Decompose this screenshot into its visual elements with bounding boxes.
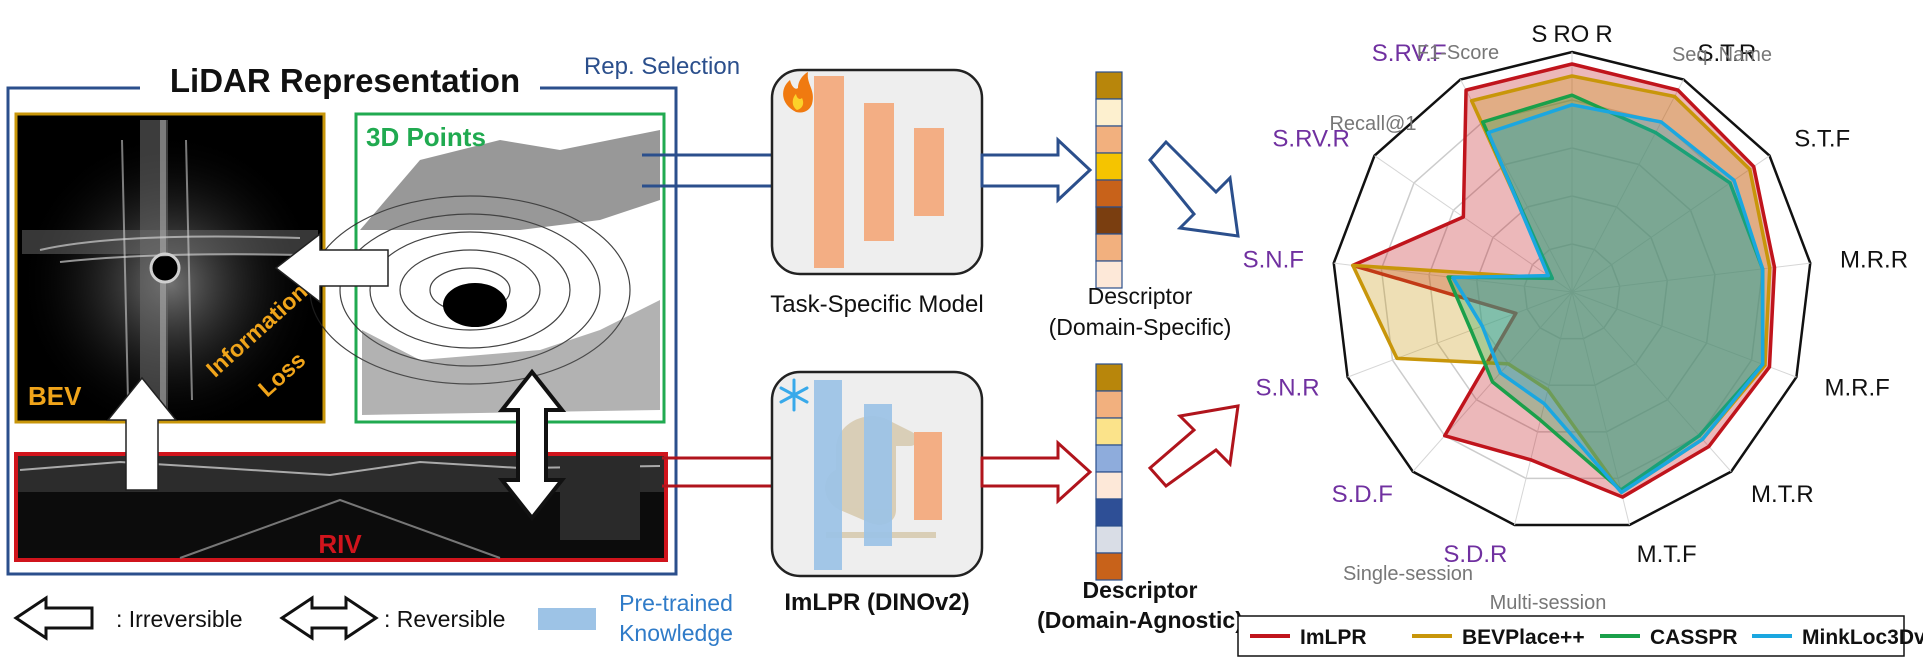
snowflake-icon xyxy=(779,378,809,412)
radar-axis-label: S.N.F xyxy=(1243,246,1304,273)
lidar-representation-panel: LiDAR Representation Rep. Selection BEV … xyxy=(6,53,740,576)
radar-spoke xyxy=(1571,155,1770,293)
descriptor-agnostic-label-line2: (Domain-Agnostic) xyxy=(1037,607,1243,633)
radar-spoke xyxy=(1347,291,1573,378)
model-to-descriptor-arrows xyxy=(980,136,1093,505)
radar-series xyxy=(1351,62,1777,499)
descriptor-specific-cell xyxy=(1095,179,1123,208)
descriptor-specific-cell xyxy=(1095,233,1123,262)
radar-spoke xyxy=(1571,79,1684,293)
pretrained-legend-label-line1: Pre-trained xyxy=(619,590,733,616)
radar-grid-ring xyxy=(1475,195,1669,386)
radar-axis-label: M.R.R xyxy=(1840,246,1908,273)
descriptor-agnostic-cell xyxy=(1095,471,1123,500)
radar-series-minkloc3dv2 xyxy=(1451,103,1765,495)
multi-session-annotation: Multi-session xyxy=(1490,592,1607,614)
radar-axis-label: S.RV.F xyxy=(1372,40,1447,67)
radar-axis-label: M.T.R xyxy=(1751,481,1814,508)
bev-label: BEV xyxy=(28,381,82,411)
radar-axis-label: S.RV.R xyxy=(1272,126,1349,153)
radar-grid-ring xyxy=(1523,243,1621,340)
agnostic-to-radar-arrow xyxy=(1147,404,1240,489)
legend-label: CASSPR xyxy=(1650,626,1738,649)
descriptor-specific-label-line1: Descriptor xyxy=(1088,283,1193,309)
pretrained-legend-label-line2: Knowledge xyxy=(619,620,733,646)
radar-axis-label: S.T.R xyxy=(1697,40,1756,67)
reversible-arrow-icon xyxy=(279,595,379,641)
descriptor-specific-cell xyxy=(1095,152,1123,181)
radar-spoke xyxy=(1571,291,1797,378)
descriptor-specific-cell xyxy=(1095,71,1123,100)
descriptor-domain-agnostic xyxy=(1095,363,1123,581)
riv-points-reversible-arrow xyxy=(497,368,567,522)
descriptor-agnostic-label-line1: Descriptor xyxy=(1082,577,1197,603)
descriptor-agnostic-cell xyxy=(1095,552,1123,581)
reversible-legend-label: : Reversible xyxy=(384,606,505,632)
descriptor-specific-cell xyxy=(1095,125,1123,154)
f1-score-annotation: F1-Score xyxy=(1417,42,1499,64)
radar-axis-label: S.D.F xyxy=(1332,481,1393,508)
descriptor-specific-cell xyxy=(1095,260,1123,289)
descriptor-agnostic-cell xyxy=(1095,525,1123,554)
fire-icon xyxy=(783,72,813,113)
descriptor-agnostic-cell xyxy=(1095,444,1123,473)
radar-axis-label: S.D.R xyxy=(1443,541,1507,568)
radar-axis-label: S.T.F xyxy=(1794,126,1850,153)
lidar-panel-title: LiDAR Representation xyxy=(170,62,520,99)
descriptor-domain-specific xyxy=(1095,71,1123,289)
radar-spoke xyxy=(1374,155,1573,293)
descriptor-specific-cell xyxy=(1095,98,1123,127)
imlpr-model-box xyxy=(770,370,984,578)
legend-label: MinkLoc3Dv2 xyxy=(1802,626,1923,649)
single-session-annotation: Single-session xyxy=(1343,563,1473,585)
radar-legend: ImLPR BEVPlace++ CASSPR MinkLoc3Dv2 xyxy=(1237,615,1923,657)
radar-spoke xyxy=(1514,291,1573,526)
descriptor-specific-label-line2: (Domain-Specific) xyxy=(1049,314,1232,340)
specific-to-radar-arrow xyxy=(1148,139,1240,238)
radar-spoke xyxy=(1571,291,1630,526)
riv-to-bev-arrow xyxy=(106,376,178,491)
radar-axis-label: S.N.R xyxy=(1256,375,1320,402)
descriptor-agnostic-cell xyxy=(1095,417,1123,446)
recall-annotation: Recall@1 xyxy=(1329,113,1416,135)
descriptor-agnostic-cell xyxy=(1095,363,1123,392)
riv-image: RIV xyxy=(14,452,668,562)
radar-grid-ring xyxy=(1428,147,1716,433)
radar-axis-label: M.T.F xyxy=(1637,541,1697,568)
points-to-bev-arrow xyxy=(274,232,389,304)
radar-series-imlpr xyxy=(1351,62,1777,499)
irreversible-arrow-icon xyxy=(13,595,94,641)
task-specific-model-label: Task-Specific Model xyxy=(770,291,983,318)
bev-image: BEV xyxy=(14,112,326,424)
radar-axis-label: M.R.F xyxy=(1824,375,1889,402)
legend-label: BEVPlace++ xyxy=(1462,626,1585,649)
radar-outer-polygon xyxy=(1332,50,1812,527)
descriptor-specific-cell xyxy=(1095,206,1123,235)
rep-selection-label: Rep. Selection xyxy=(584,53,740,80)
task-specific-model-box xyxy=(770,68,984,276)
connector-lines xyxy=(642,153,785,488)
seq-name-annotation: Seq. Name xyxy=(1672,44,1772,66)
point-cloud-image: 3D Points xyxy=(309,112,666,424)
descriptor-agnostic-cell xyxy=(1095,390,1123,419)
legend-label: ImLPR xyxy=(1300,626,1367,649)
imlpr-model-label: ImLPR (DINOv2) xyxy=(784,589,969,616)
pretrained-knowledge-swatch xyxy=(538,608,596,630)
bottom-legend: : Irreversible : Reversible Pre-trained … xyxy=(13,590,733,646)
radar-spoke xyxy=(1571,291,1732,472)
descriptor-agnostic-cell xyxy=(1095,498,1123,527)
riv-label: RIV xyxy=(318,529,362,559)
irreversible-legend-label: : Irreversible xyxy=(116,606,243,632)
points-label: 3D Points xyxy=(366,122,486,152)
